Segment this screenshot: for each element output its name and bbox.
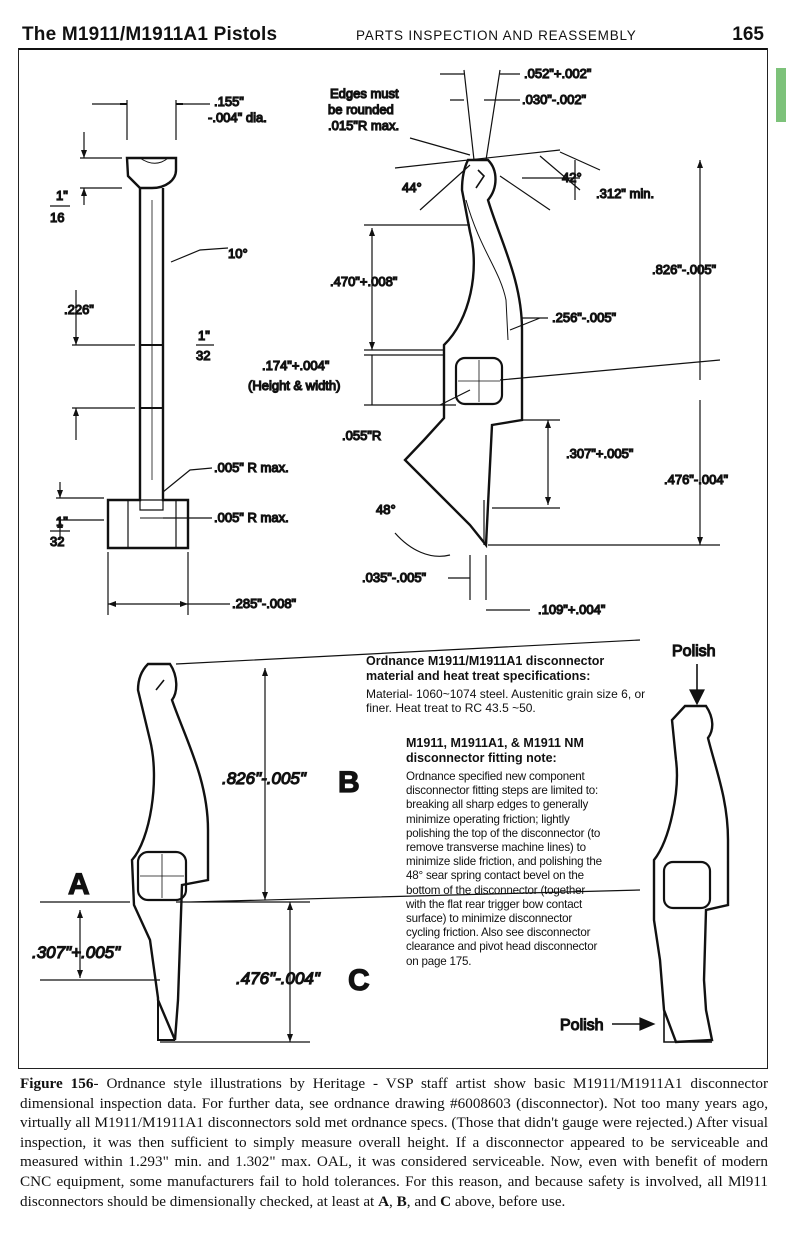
running-title: The M1911/M1911A1 Pistols [22,24,278,45]
section-title: PARTS INSPECTION AND REASSEMBLY [356,28,637,43]
caption-label: Figure 156 [20,1075,94,1092]
right-front-view [364,69,721,611]
radius-055-label: .055"R [342,428,381,443]
dim-174-note: (Height & width) [248,378,340,393]
left-side-view [56,100,230,615]
angle-10-label: 10° [228,246,248,261]
dim-035-label: .035"-.005" [362,570,427,585]
dim-826-label: .826"-.005" [652,262,717,277]
angle-44-label: 44° [402,180,422,195]
check-view [40,639,641,1043]
dia-tol-label: -.004" dia. [208,110,267,125]
dim-174-label: .174"+.004" [262,358,330,373]
fitting-note-body: Ordnance specified new component disconn… [406,770,602,968]
caption-tail: above, before use. [451,1192,566,1210]
frac2-num: 1" [198,328,210,343]
dim-052-label: .052"+.002" [524,66,592,81]
edge-tab-marker [776,68,786,122]
figure-frame [18,48,768,1069]
radius-upper-label: .005" R max. [214,460,289,475]
check-letter-a: A [68,868,90,901]
material-spec-note: Ordnance M1911/M1911A1 disconnector mate… [366,654,646,715]
polish-view [612,664,730,1044]
edges-note-2: be rounded [328,102,394,117]
check-letter-b: B [338,766,360,799]
edges-note-1: Edges must [330,86,399,101]
caption-text: - Ordnance style illustrations by Herita… [20,1075,768,1210]
frac2-den: 32 [196,348,210,363]
material-spec-body: Material- 1060~1074 steel. Austenitic gr… [366,687,646,715]
dim-226-label: .226" [64,302,94,317]
radius-lower-label: .005" R max. [214,510,289,525]
dim-476-label: .476"-.004" [664,472,729,487]
frac3-den: 32 [50,534,64,549]
caption-ref-b: B [396,1192,407,1210]
width-285-label: .285"-.008" [232,596,297,611]
dimension-arrowheads [57,150,703,1042]
caption-ref-a: A [378,1192,390,1210]
material-spec-heading: Ordnance M1911/M1911A1 disconnector mate… [366,654,605,683]
figure-caption: Figure 156- Ordnance style illustrations… [20,1074,768,1211]
check-dim-b: .826"-.005" [222,769,307,788]
page-header: The M1911/M1911A1 Pistols PARTS INSPECTI… [18,16,768,50]
header-rule [18,48,768,50]
fitting-note-heading: M1911, M1911A1, & M1911 NM disconnector … [406,736,584,765]
check-letter-c: C [348,964,370,997]
check-dim-a: .307"+.005" [32,943,121,962]
angle-48-label: 48° [376,502,396,517]
dim-470-label: .470"+.008" [330,274,398,289]
dim-307-label: .307"+.005" [566,446,634,461]
frac1-num: 1" [56,188,68,203]
disconnector-drawing: .155" -.004" dia. 1" 16 10° .226" 1" 32 … [31,65,730,1044]
dim-312-label: .312" min. [596,186,654,201]
caption-ref-c: C [440,1192,452,1210]
polish-top-label: Polish [672,643,716,660]
angle-42-label: 42° [562,170,582,185]
edges-note-3: .015"R max. [328,118,399,133]
dim-109-label: .109"+.004" [538,602,606,617]
frac1-den: 16 [50,210,64,225]
polish-bottom-label: Polish [560,1017,604,1034]
dim-030-label: .030"-.002" [522,92,587,107]
dia-main-label: .155" [214,94,244,109]
dim-256-label: .256"-.005" [552,310,617,325]
fitting-note: M1911, M1911A1, & M1911 NM disconnector … [406,736,604,969]
caption-sep-1: , [389,1192,397,1210]
check-dim-c: .476"-.004" [236,969,321,988]
page-number: 165 [732,24,764,45]
caption-sep-2: , and [406,1192,441,1210]
